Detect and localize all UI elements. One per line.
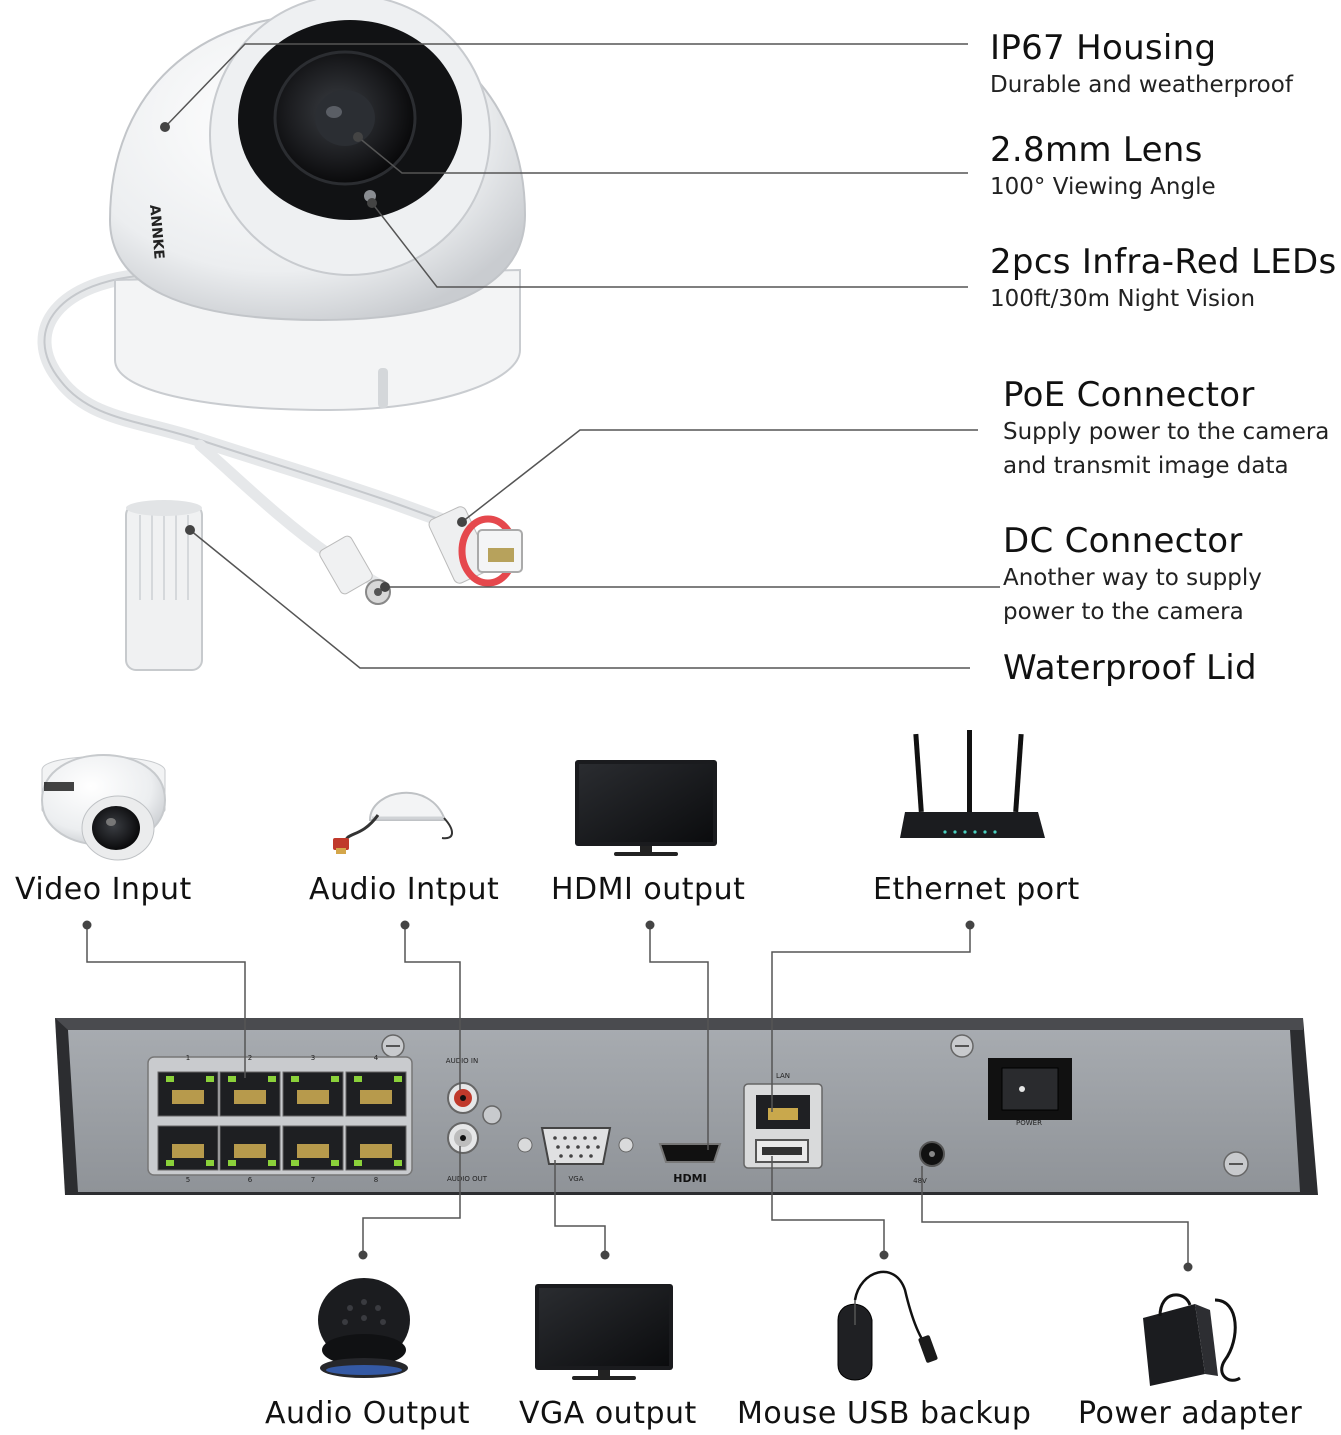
speaker-icon xyxy=(318,1278,410,1378)
dc-connector xyxy=(319,535,391,605)
callout-description: Another way to supply xyxy=(1003,565,1262,591)
callout-title: Waterproof Lid xyxy=(1003,648,1257,688)
label-audio-input: Audio Intput xyxy=(309,872,500,907)
callout-dc-connector: DC Connector Another way to supply power… xyxy=(1003,521,1262,629)
poe-port xyxy=(345,1125,407,1171)
label-power-adapter: Power adapter xyxy=(1078,1396,1303,1431)
hdmi-label: HDMI xyxy=(673,1172,706,1185)
callout-description: 100ft/30m Night Vision xyxy=(990,286,1256,312)
label-mouse-usb-backup: Mouse USB backup xyxy=(737,1396,1032,1431)
mouse-icon xyxy=(837,1270,938,1381)
label-video-input: Video Input xyxy=(15,872,192,907)
vga-monitor-icon xyxy=(535,1284,673,1380)
port-number: 8 xyxy=(374,1176,378,1184)
camera-leader-lines xyxy=(164,43,1000,669)
callout-description: Supply power to the camera xyxy=(1003,419,1330,445)
callout-lens: 2.8mm Lens 100° Viewing Angle xyxy=(990,130,1216,204)
waterproof-lid xyxy=(125,500,203,671)
callout-description: and transmit image data xyxy=(1003,453,1289,479)
poe-connector xyxy=(428,506,523,587)
callout-title: DC Connector xyxy=(1003,521,1243,561)
dome-camera: ANNKE xyxy=(37,0,527,671)
callout-title: 2pcs Infra-Red LEDs xyxy=(990,242,1337,282)
audio-in-label: AUDIO IN xyxy=(446,1057,478,1065)
label-hdmi-output: HDMI output xyxy=(551,872,746,907)
nvr-back-panel: 1 2 3 4 5 6 7 8 xyxy=(55,1018,1318,1195)
power-adapter-icon xyxy=(1143,1293,1241,1386)
callout-description: Durable and weatherproof xyxy=(990,72,1293,98)
callout-ip67-housing: IP67 Housing Durable and weatherproof xyxy=(990,28,1293,102)
poe-port xyxy=(219,1125,281,1171)
dc-label: 48V xyxy=(913,1177,927,1185)
label-vga-output: VGA output xyxy=(519,1396,697,1431)
lan-label: LAN xyxy=(776,1072,790,1080)
dome-camera-icon xyxy=(40,754,167,861)
callout-title: 2.8mm Lens xyxy=(990,130,1203,170)
nvr-connection-lines xyxy=(86,925,1189,1267)
callout-description: power to the camera xyxy=(1003,599,1244,625)
power-label: POWER xyxy=(1016,1119,1042,1127)
poe-port xyxy=(282,1071,344,1117)
poe-port xyxy=(345,1071,407,1117)
port-number: 5 xyxy=(186,1176,190,1184)
poe-port xyxy=(157,1125,219,1171)
callout-poe-connector: PoE Connector Supply power to the camera… xyxy=(1003,375,1329,483)
audio-out-label: AUDIO OUT xyxy=(447,1175,488,1183)
monitor-icon xyxy=(575,760,717,856)
port-number: 1 xyxy=(186,1054,190,1062)
camera-brand-logo: ANNKE xyxy=(146,204,167,260)
callout-title: PoE Connector xyxy=(1003,375,1255,415)
callout-waterproof-lid: Waterproof Lid xyxy=(1003,648,1257,688)
callout-description: 100° Viewing Angle xyxy=(990,174,1216,200)
port-number: 3 xyxy=(311,1054,315,1062)
poe-port xyxy=(282,1125,344,1171)
callout-infrared-leds: 2pcs Infra-Red LEDs 100ft/30m Night Visi… xyxy=(990,242,1336,316)
port-number: 7 xyxy=(311,1176,315,1184)
poe-port xyxy=(157,1071,219,1117)
label-ethernet-port: Ethernet port xyxy=(873,872,1080,907)
nvr-connection-dots xyxy=(82,920,1193,1272)
camera-leader-dots xyxy=(160,122,467,592)
label-audio-output: Audio Output xyxy=(265,1396,471,1431)
port-number: 2 xyxy=(248,1054,252,1062)
port-number: 4 xyxy=(374,1054,379,1062)
vga-label: VGA xyxy=(568,1175,583,1183)
router-icon xyxy=(900,730,1045,838)
poe-port xyxy=(219,1071,281,1117)
port-number: 6 xyxy=(248,1176,253,1184)
microphone-icon xyxy=(333,792,453,854)
callout-title: IP67 Housing xyxy=(990,28,1217,68)
